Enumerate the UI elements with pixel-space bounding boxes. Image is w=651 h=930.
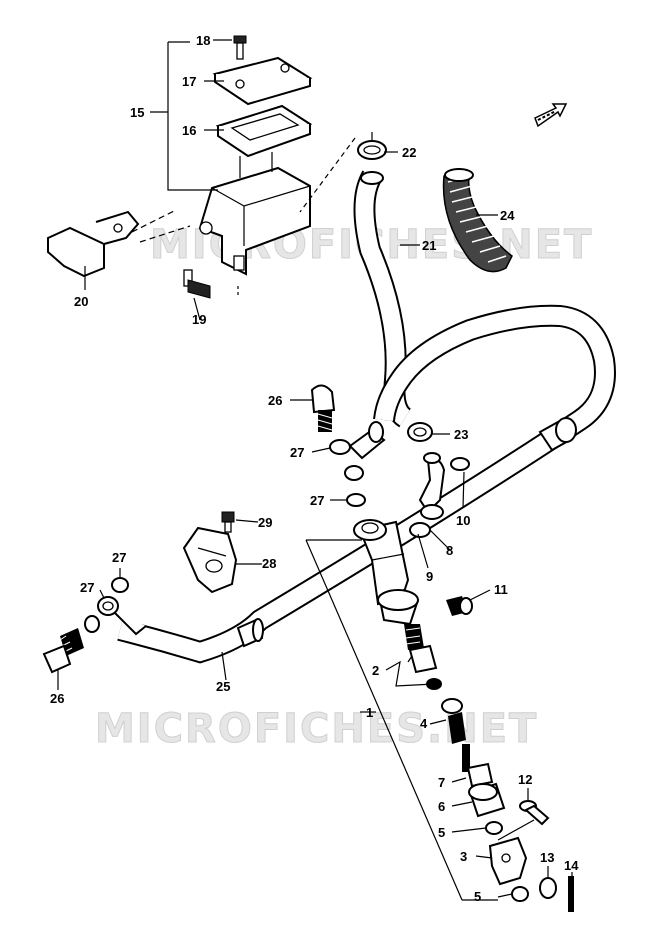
label-21: 21 [422,238,436,253]
label-2: 2 [372,663,379,678]
label-20: 20 [74,294,88,309]
label-16: 16 [182,123,196,138]
push-rod-nut [462,744,494,788]
reservoir-cap-screw [233,35,247,60]
hose-guide-screw [221,511,235,533]
label-23: 23 [454,427,468,442]
label-26-lower: 26 [50,691,64,706]
push-rod-seal [441,698,466,744]
banjo-fitting-upper [348,421,386,460]
washer-left-upper [111,577,129,593]
label-15: 15 [130,105,144,120]
brake-hose [117,304,616,664]
union-bolt-left [42,628,84,674]
label-9: 9 [426,569,433,584]
reservoir-mount-bolt [183,269,211,299]
label-24: 24 [500,208,515,223]
label-8: 8 [446,543,453,558]
label-27-b: 27 [310,493,324,508]
label-5-upper: 5 [438,825,445,840]
clevis-washer [539,877,557,899]
label-5-lower: 5 [474,889,481,904]
label-26-upper: 26 [268,393,282,408]
front-arrow-icon [534,103,568,128]
washer-upper-3 [346,493,366,507]
label-18: 18 [196,33,210,48]
label-11: 11 [494,582,508,597]
label-19: 19 [192,312,206,327]
cotter-pin [568,876,574,912]
label-3: 3 [460,849,467,864]
lock-nut-upper [485,821,503,835]
push-rod-boot [468,782,506,818]
washer-upper-2 [344,465,364,481]
label-7: 7 [438,775,445,790]
label-27-c: 27 [112,550,126,565]
washer-upper-1 [329,439,351,455]
o-ring [409,522,431,538]
hose-guide [182,526,238,594]
label-14: 14 [564,858,579,873]
hose-clamp-lower [407,422,433,442]
watermark-bottom: MICROFICHES.NET [95,706,538,752]
master-cylinder-bolt [446,596,473,616]
label-22: 22 [402,145,416,160]
elbow-fitting [418,452,446,520]
label-6: 6 [438,799,445,814]
label-1: 1 [366,705,373,720]
hose-protector [442,168,513,273]
label-4: 4 [420,716,428,731]
lock-nut-lower [511,886,529,902]
label-27-d: 27 [80,580,94,595]
banjo-fitting-left [97,596,147,636]
reservoir-bracket [47,210,140,278]
piston-set [408,644,442,690]
label-10: 10 [456,513,470,528]
reservoir-assembly [47,35,313,299]
label-17: 17 [182,74,196,89]
label-12: 12 [518,772,532,787]
circlip [450,457,470,471]
label-13: 13 [540,850,554,865]
label-27-a: 27 [290,445,304,460]
clevis-pin [519,800,550,826]
hose-clamp-top [357,132,387,160]
label-28: 28 [262,556,276,571]
clevis [488,836,528,886]
leader-lines [57,39,573,901]
union-bolt-upper [310,384,336,432]
label-25: 25 [216,679,230,694]
master-cylinder [353,519,424,650]
label-29: 29 [258,515,272,530]
washer-left-lower [84,615,100,633]
